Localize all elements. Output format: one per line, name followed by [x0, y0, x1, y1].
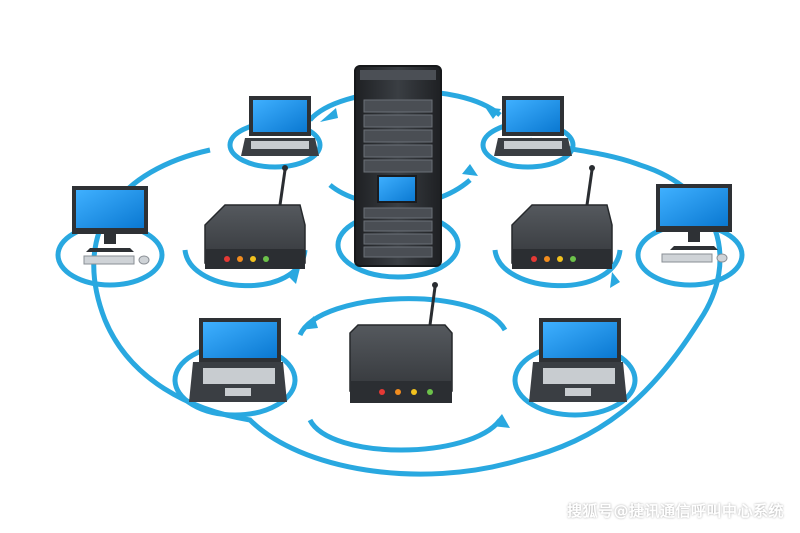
desktop-monitor-icon [72, 186, 150, 265]
arrow-top-left [320, 108, 338, 122]
arrow-right-router [610, 272, 620, 288]
wifi-router-icon [349, 282, 453, 403]
middle-loop-lower [307, 418, 502, 453]
arrow-center-right [462, 164, 478, 176]
server-screen [377, 175, 417, 203]
laptop-icon [529, 318, 627, 402]
server-units [363, 99, 433, 258]
arrow-bottom [492, 414, 510, 428]
desktop-monitor-icon [656, 184, 732, 263]
laptop-icon [241, 96, 319, 156]
flow-arrows [288, 107, 620, 428]
right-router-arc [492, 249, 623, 289]
wifi-router-icon [204, 165, 306, 269]
arrow-left-router [288, 268, 300, 284]
arrow-right-top [485, 107, 501, 119]
laptop-icon [189, 318, 287, 402]
server-rack-icon [354, 65, 442, 267]
laptop-icon [494, 96, 572, 156]
wifi-router-icon [511, 165, 613, 269]
watermark: 搜狐号@捷讯通信呼叫中心系统 [566, 502, 784, 520]
arrow-middle [300, 316, 318, 330]
